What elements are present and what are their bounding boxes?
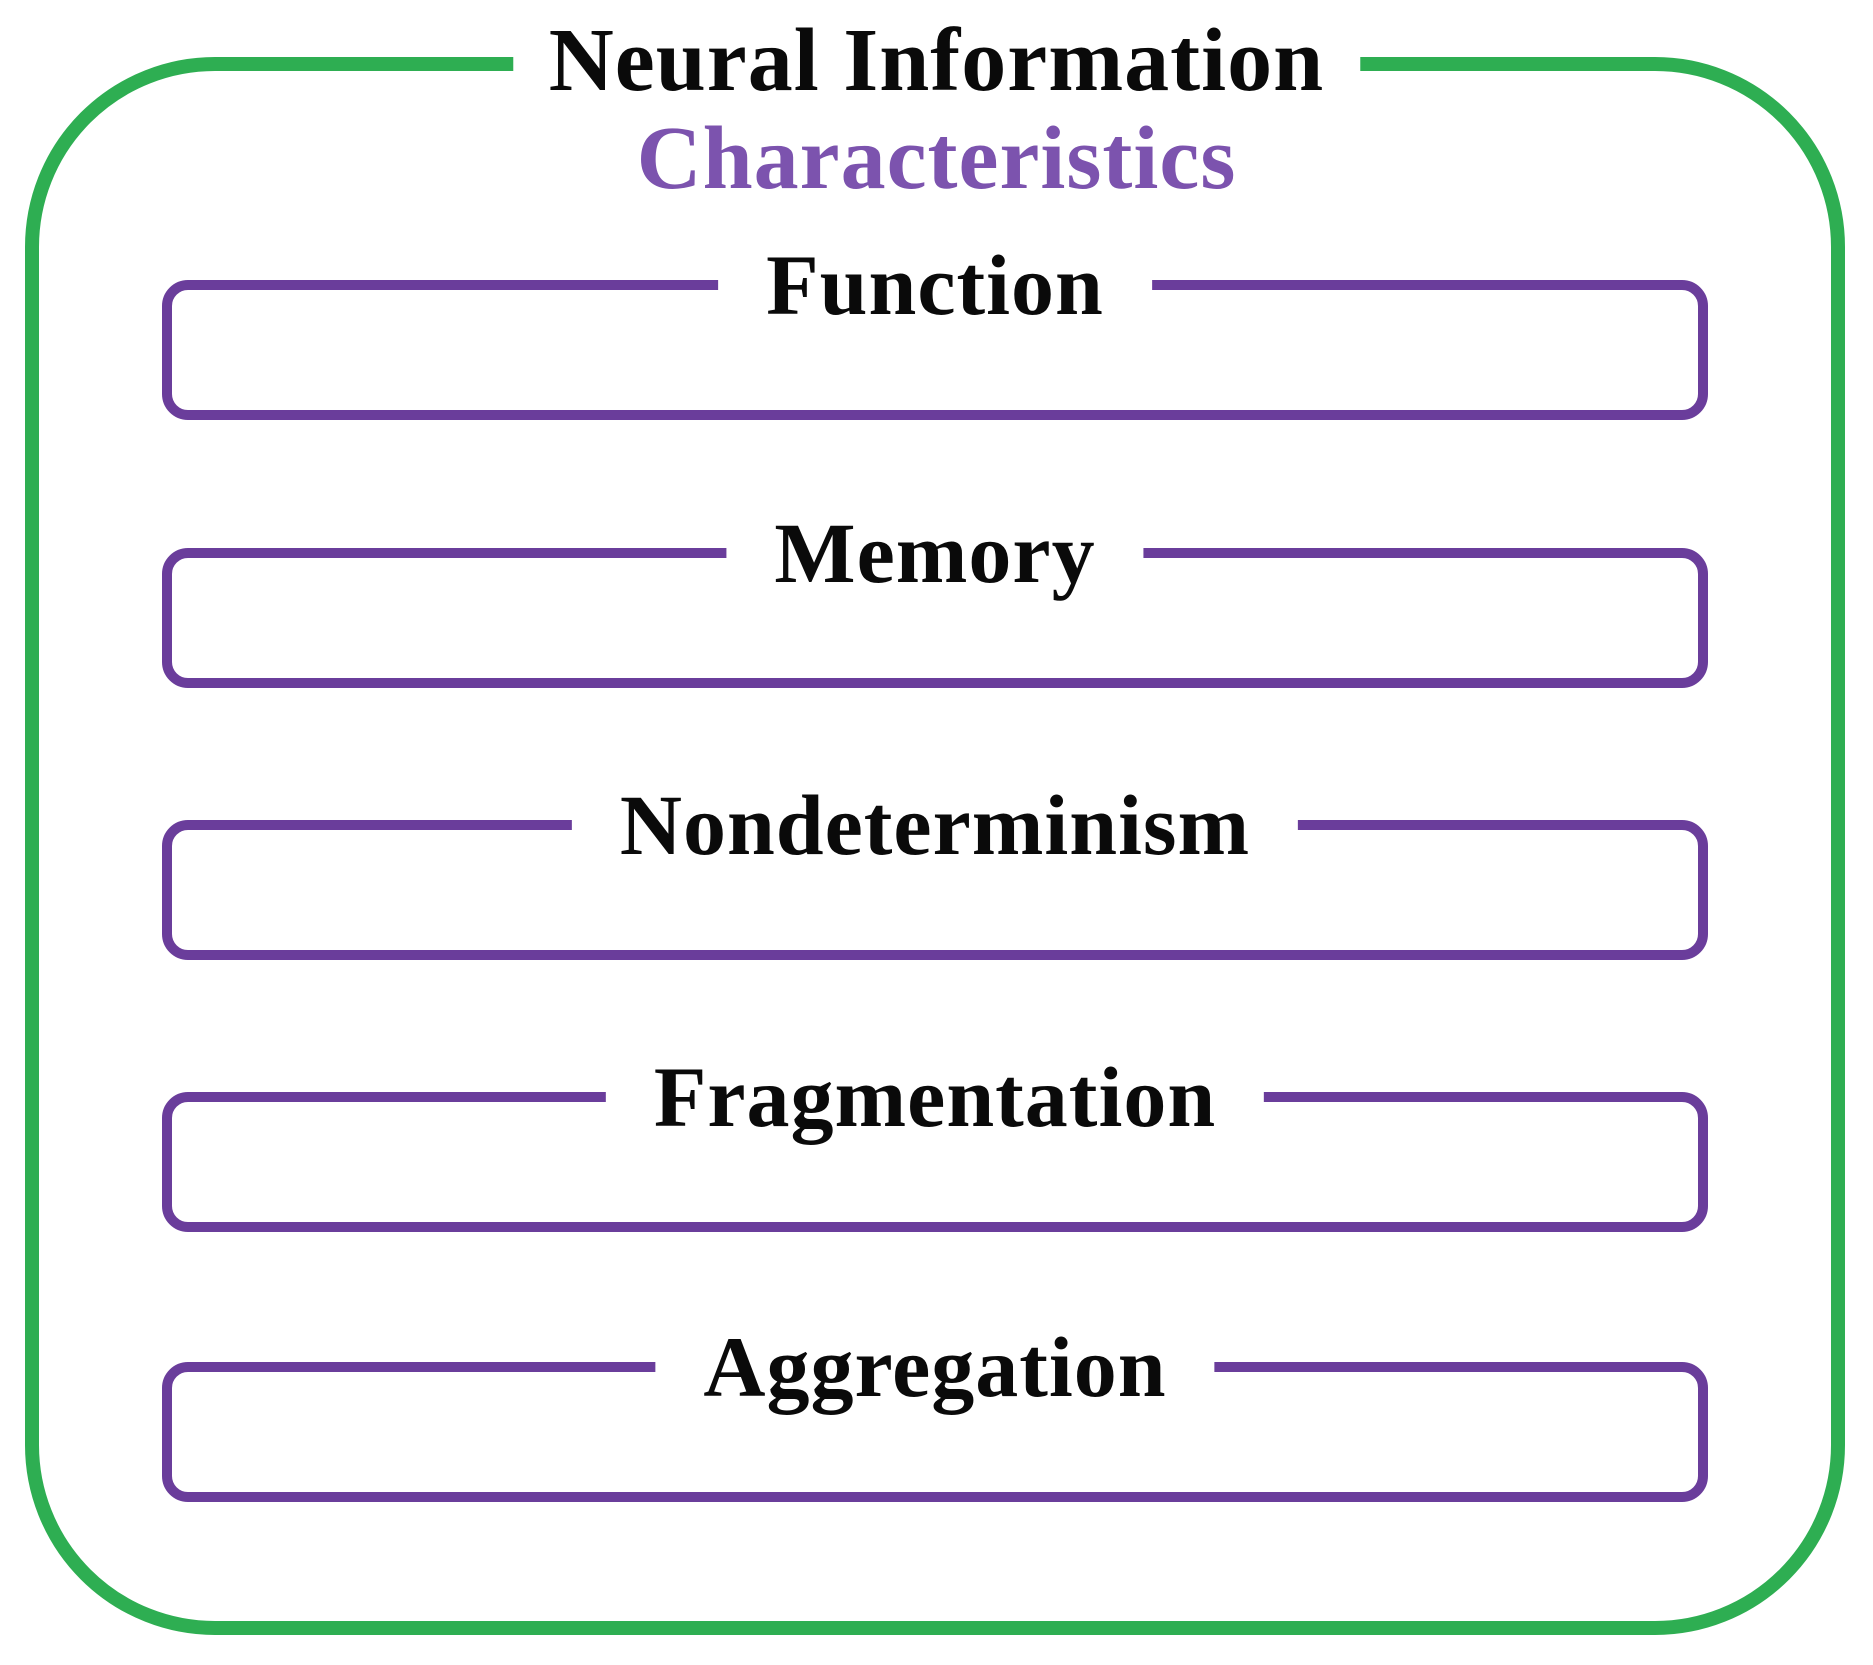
characteristic-label-function: Function [718,235,1152,335]
characteristic-box-fragmentation: Fragmentation [162,1047,1708,1232]
outer-green-frame [25,57,1845,1635]
characteristic-label-memory: Memory [726,503,1144,603]
characteristic-box-memory: Memory [162,503,1708,688]
title-line-characteristics: Characteristics [636,109,1237,208]
characteristic-box-aggregation: Aggregation [162,1317,1708,1502]
title-line-neural-information: Neural Information [548,11,1325,110]
characteristic-label-fragmentation: Fragmentation [605,1047,1265,1147]
characteristic-box-nondeterminism: Nondeterminism [162,775,1708,960]
diagram-title: Neural Information Characteristics [512,11,1361,208]
characteristic-box-function: Function [162,235,1708,420]
characteristic-label-nondeterminism: Nondeterminism [571,775,1299,875]
characteristic-label-aggregation: Aggregation [655,1317,1215,1417]
